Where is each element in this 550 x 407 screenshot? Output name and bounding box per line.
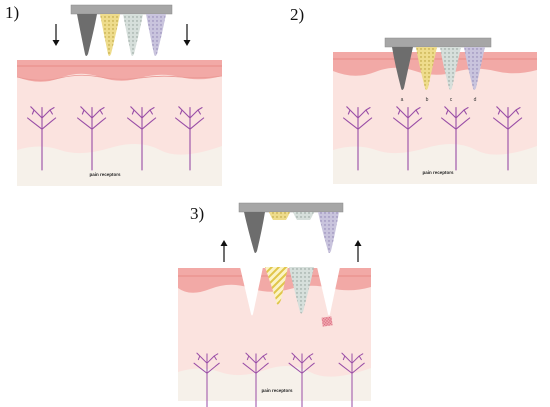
down-arrow-icon [52, 24, 60, 46]
skin-channel-a [240, 267, 263, 316]
patch-backing [238, 202, 344, 213]
step-3-number: 3) [190, 204, 205, 223]
hypodermis [333, 143, 537, 184]
needle-d [464, 47, 485, 90]
panel-2: pain receptors a b c d [333, 37, 537, 184]
patch-backing [384, 37, 492, 48]
up-arrow-icon [354, 240, 362, 262]
pain-receptors-label: pain receptors [261, 388, 293, 393]
patch-backing [70, 4, 173, 15]
pain-receptors-label: pain receptors [422, 170, 454, 175]
epidermis [17, 60, 222, 82]
needle-d [146, 14, 166, 56]
residual-needle-c [289, 267, 314, 314]
needle-c [123, 14, 143, 56]
pain-receptors-label: pain receptors [89, 172, 121, 177]
epidermis [333, 52, 537, 76]
needle-b-remnant [269, 212, 290, 220]
needle-a [244, 212, 265, 253]
needle-a [77, 14, 97, 56]
needle-b [416, 47, 437, 90]
panel-1: pain receptors [16, 4, 223, 186]
skin-channel-d [317, 267, 340, 316]
needle-c [440, 47, 461, 90]
needle-b [100, 14, 120, 56]
needle-letter-c: c [450, 97, 453, 103]
needle-letter-b: b [426, 97, 429, 103]
hypodermis [178, 365, 371, 401]
up-arrow-icon [220, 240, 228, 262]
needle-a [392, 47, 413, 90]
needle-letter-a: a [401, 97, 404, 103]
panel-3: pain receptors [178, 202, 371, 407]
needle-letter-d: d [474, 97, 477, 103]
dissolved-needle-b [265, 267, 288, 305]
down-arrow-icon [183, 24, 191, 46]
step-2-number: 2) [290, 5, 305, 24]
needle-d [318, 212, 339, 253]
needle-c-remnant [293, 212, 314, 220]
step-1-number: 1) [5, 3, 20, 22]
drug-depot [321, 316, 333, 327]
hypodermis [17, 143, 222, 186]
